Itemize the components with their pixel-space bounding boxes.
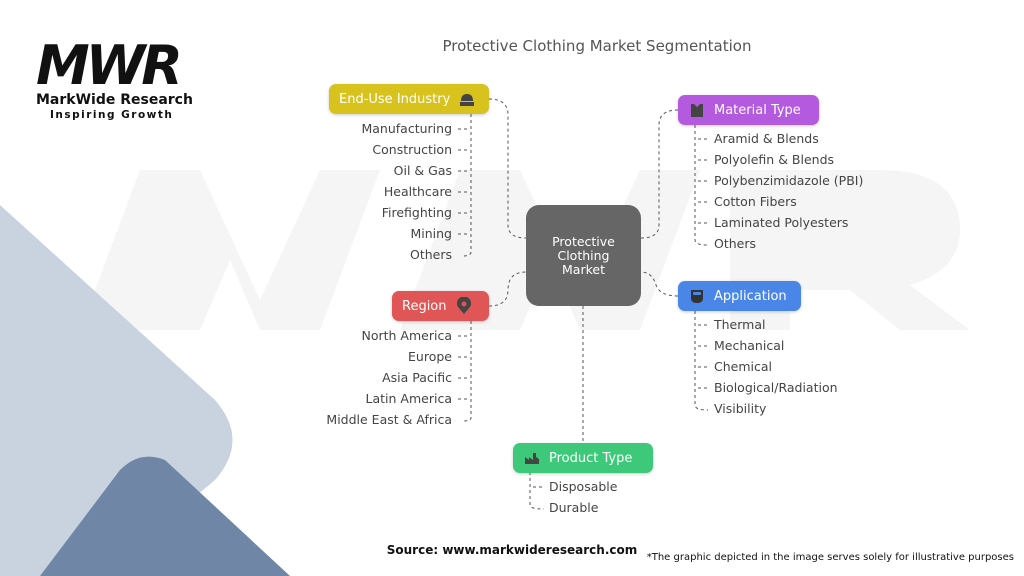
region-item: Europe — [408, 349, 452, 364]
application-item: Chemical — [714, 359, 772, 374]
application-item: Biological/Radiation — [714, 380, 838, 395]
end-use-item: Construction — [372, 142, 452, 157]
segment-application: Application — [678, 281, 801, 311]
material-item: Polyolefin & Blends — [714, 152, 835, 167]
logo-mark: MWR — [36, 34, 183, 97]
application-item: Thermal — [714, 317, 766, 332]
end-use-item: Mining — [410, 226, 452, 241]
application-item: Visibility — [714, 401, 767, 416]
vest-icon — [691, 104, 703, 117]
segment-end-use: End-Use Industry — [329, 84, 489, 114]
end-use-item: Manufacturing — [361, 121, 452, 136]
center-node: Protective Clothing Market — [526, 205, 641, 306]
bg-shape-dark — [40, 456, 290, 576]
material-item: Laminated Polyesters — [714, 215, 849, 230]
end-use-item: Others — [409, 247, 452, 262]
region-item: Middle East & Africa — [326, 412, 452, 427]
application-item: Mechanical — [714, 338, 785, 353]
material-item: Cotton Fibers — [714, 194, 797, 209]
segment-label: End-Use Industry — [339, 91, 451, 107]
logo-name: MarkWide Research — [36, 92, 193, 108]
segment-label: Region — [402, 298, 447, 314]
logo-tagline: Inspiring Growth — [50, 109, 174, 121]
disclaimer: *The graphic depicted in the image serve… — [646, 552, 1014, 563]
product-item: Disposable — [549, 479, 618, 494]
end-use-item: Firefighting — [381, 205, 452, 220]
factory-icon — [525, 453, 539, 464]
diagram-title: Protective Clothing Market Segmentation — [442, 37, 752, 55]
hard-hat-icon — [460, 94, 475, 106]
region-item: North America — [361, 328, 453, 343]
region-item: Asia Pacific — [382, 370, 452, 385]
material-item: Polybenzimidazole (PBI) — [714, 173, 864, 188]
segment-label: Material Type — [714, 102, 801, 118]
region-item: Latin America — [365, 391, 452, 406]
segment-region: Region — [392, 291, 489, 321]
segment-label: Application — [714, 288, 787, 304]
location-gear-icon — [456, 297, 471, 314]
face-shield-icon — [691, 290, 703, 303]
segment-material: Material Type — [678, 95, 819, 125]
material-item: Aramid & Blends — [714, 131, 819, 146]
segment-product: Product Type — [513, 443, 653, 473]
end-use-item: Oil & Gas — [393, 163, 452, 178]
source-text: Source: www.markwideresearch.com — [386, 543, 638, 557]
logo: MWR MarkWide Research Inspiring Growth — [36, 34, 196, 122]
product-item: Durable — [549, 500, 599, 515]
center-label: Protective Clothing Market — [552, 233, 615, 277]
segment-label: Product Type — [549, 450, 633, 466]
end-use-item: Healthcare — [383, 184, 452, 199]
material-item: Others — [714, 236, 757, 251]
